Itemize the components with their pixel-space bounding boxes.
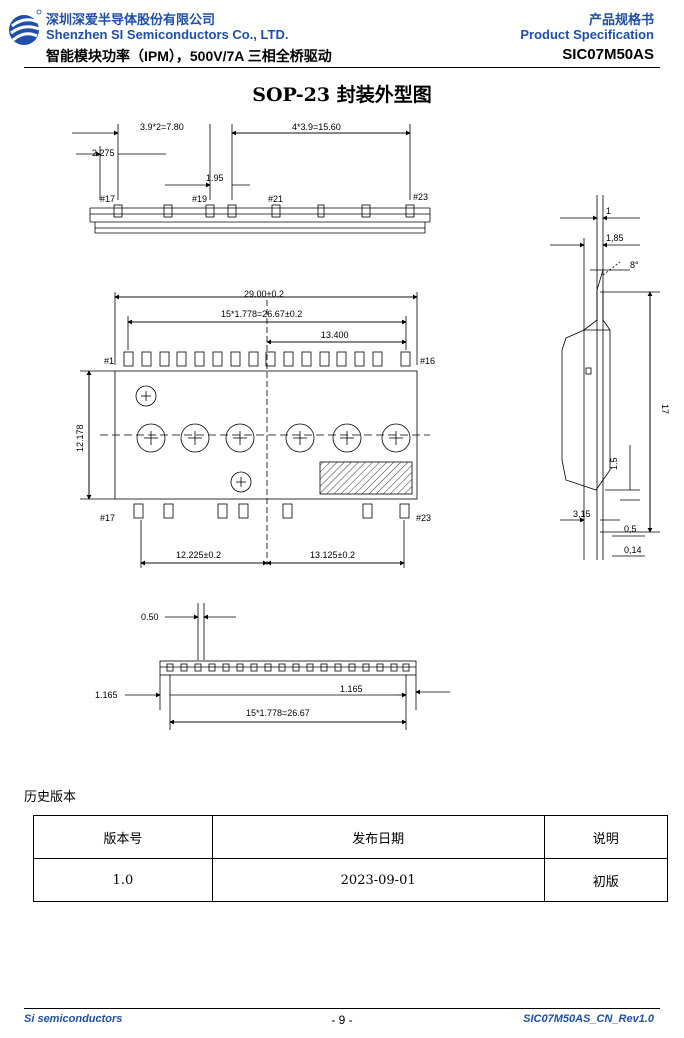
product-subtitle: 智能模块功率（IPM），500V/7A 三相全桥驱动 bbox=[46, 48, 332, 64]
table-header-row: 版本号 发布日期 说明 bbox=[33, 815, 668, 859]
front-view bbox=[80, 292, 430, 568]
top-dim-a: 3.9*2=7.80 bbox=[140, 122, 184, 132]
front-pin-1: #1 bbox=[104, 356, 114, 366]
side-d5: 3,15 bbox=[573, 509, 591, 519]
bottom-right: 1.165 bbox=[340, 684, 363, 694]
front-dim-right: 13.125±0.2 bbox=[310, 550, 355, 560]
spec-label-en: Product Specification bbox=[520, 27, 654, 42]
company-name-en: Shenzhen SI Semiconductors Co., LTD. bbox=[46, 27, 289, 42]
header-description: 说明 bbox=[543, 815, 668, 859]
top-pin-21: #21 bbox=[268, 194, 283, 204]
front-pitch: 15*1.778=26.67±0.2 bbox=[221, 309, 302, 319]
header-date: 发布日期 bbox=[211, 815, 545, 859]
document-id: SIC07M50AS_CN_Rev1.0 bbox=[523, 1013, 654, 1025]
front-width: 29.00±0.2 bbox=[244, 289, 284, 299]
side-view bbox=[550, 195, 660, 560]
cell-version: 1.0 bbox=[33, 858, 213, 902]
top-dim-b: 4*3.9=15.60 bbox=[292, 122, 341, 132]
bottom-lead: 0.50 bbox=[141, 612, 159, 622]
company-name-cn: 深圳深爱半导体股份有限公司 bbox=[46, 12, 216, 27]
front-pin-23: #23 bbox=[416, 513, 431, 523]
page-header: 深圳深爱半导体股份有限公司 Shenzhen SI Semiconductors… bbox=[0, 0, 684, 70]
spec-label-cn: 产品规格书 bbox=[588, 12, 654, 27]
front-pin-16: #16 bbox=[420, 356, 435, 366]
front-dim-mid: 13.400 bbox=[321, 330, 349, 340]
side-d1: 1 bbox=[606, 206, 611, 216]
front-dim-left: 12.225±0.2 bbox=[176, 550, 221, 560]
part-number: SIC07M50AS bbox=[562, 46, 654, 63]
side-d4: 1.5 bbox=[609, 457, 619, 470]
bottom-view bbox=[125, 603, 450, 730]
history-label: 历史版本 bbox=[24, 790, 77, 805]
footer-company: Si semiconductors bbox=[24, 1013, 123, 1025]
company-logo bbox=[9, 9, 42, 45]
header-divider bbox=[24, 67, 660, 68]
page-number: - 9 - bbox=[331, 1013, 353, 1027]
top-pins bbox=[123, 351, 411, 367]
side-d6: 0,5 bbox=[624, 524, 637, 534]
revision-table: 版本号 发布日期 说明 1.0 2023-09-01 初版 bbox=[33, 815, 668, 902]
front-pin-17: #17 bbox=[100, 513, 115, 523]
side-d3: 17 bbox=[660, 404, 670, 414]
header-version: 版本号 bbox=[33, 815, 213, 859]
bottom-pins bbox=[133, 503, 410, 519]
mounting-holes bbox=[135, 385, 411, 493]
top-dim-d: 1.95 bbox=[206, 173, 224, 183]
top-pin-17: #17 bbox=[100, 194, 115, 204]
top-view bbox=[72, 124, 431, 234]
side-d2: 1,85 bbox=[606, 233, 624, 243]
top-pin-19: #19 bbox=[192, 194, 207, 204]
side-angle: 8° bbox=[630, 260, 639, 270]
footer-divider bbox=[24, 1008, 660, 1009]
page-title: SOP-23 封装外型图 bbox=[252, 84, 432, 106]
cell-date: 2023-09-01 bbox=[211, 858, 545, 902]
top-dim-c: 2.275 bbox=[92, 148, 115, 158]
table-row: 1.0 2023-09-01 初版 bbox=[33, 858, 668, 902]
cell-description: 初版 bbox=[543, 858, 668, 902]
front-height: 12.178 bbox=[75, 424, 85, 452]
bottom-left: 1.165 bbox=[95, 690, 118, 700]
package-outline-drawing: 3.9*2=7.80 4*3.9=15.60 2.275 1.95 #17 #1… bbox=[72, 122, 670, 730]
top-pin-23: #23 bbox=[413, 192, 428, 202]
side-d7: 0,14 bbox=[624, 545, 642, 555]
bottom-pitch: 15*1.778=26.67 bbox=[246, 708, 310, 718]
hatched-area bbox=[319, 461, 413, 495]
